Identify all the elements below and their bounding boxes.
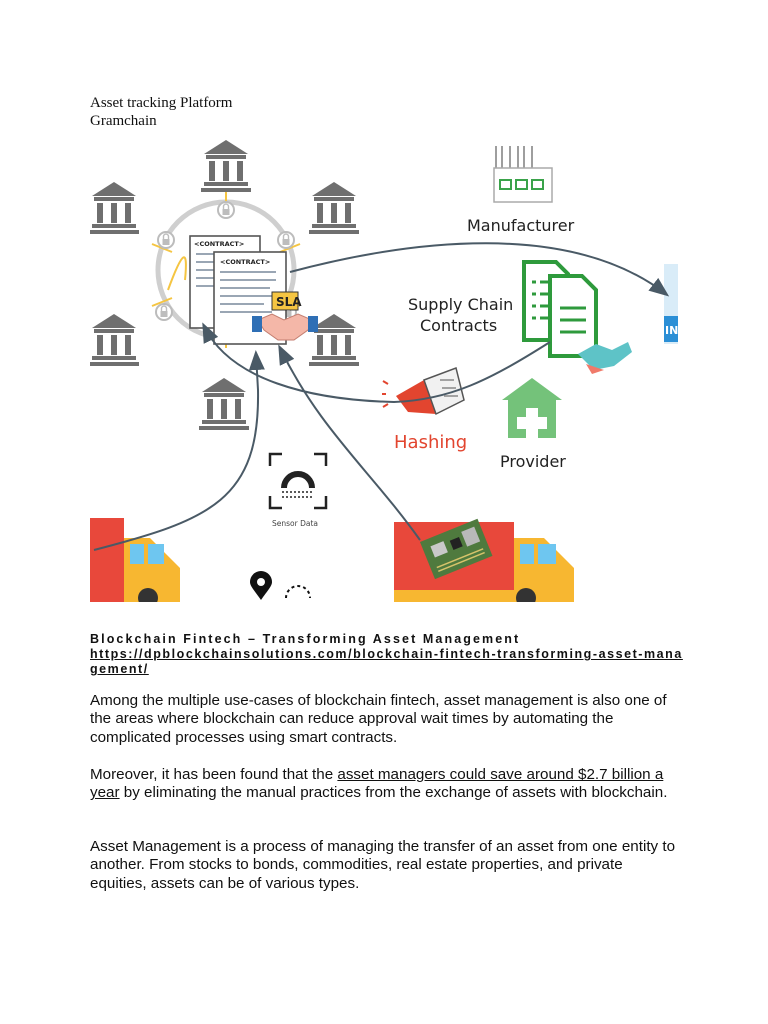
partial-right-panel: IN	[664, 264, 678, 344]
hashing-megaphone-icon	[382, 368, 464, 414]
bank-icon	[309, 182, 359, 234]
arrow-contracts-to-right	[290, 243, 666, 294]
bank-icon	[90, 314, 139, 366]
padlock-icon	[278, 232, 294, 248]
provider-clinic-icon	[502, 378, 562, 438]
sensor-data-label: Sensor Data	[272, 519, 318, 528]
supply-chain-label-line1: Supply Chain	[408, 295, 513, 314]
manufacturer-label: Manufacturer	[467, 216, 575, 235]
title-line-platform: Asset tracking Platform	[90, 94, 232, 112]
signal-arc	[286, 586, 310, 598]
sla-label: SLA	[276, 295, 302, 309]
location-pin-icon	[250, 571, 272, 600]
truck-icon	[90, 518, 180, 602]
bank-icon	[199, 378, 249, 430]
sensor-fingerprint-icon	[270, 454, 326, 508]
article-link[interactable]: https://dpblockchainsolutions.com/blockc…	[90, 647, 690, 677]
factory-icon	[494, 146, 552, 202]
paragraph-savings: Moreover, it has been found that the ass…	[90, 766, 680, 803]
contract-label: <CONTRACT>	[194, 240, 244, 248]
padlock-icon	[218, 202, 234, 218]
paragraph-definition: Asset Management is a process of managin…	[90, 838, 680, 893]
paragraph-savings-before: Moreover, it has been found that the	[90, 766, 337, 783]
article-heading: Blockchain Fintech – Transforming Asset …	[90, 632, 690, 677]
asset-tracking-diagram: <CONTRACT> <CONTRACT> SLA Manufacturer S…	[90, 140, 678, 602]
partial-panel-label: IN	[665, 324, 678, 337]
provider-label: Provider	[500, 452, 566, 471]
bank-icon	[201, 140, 251, 192]
contract-label: <CONTRACT>	[220, 258, 270, 266]
hashing-label: Hashing	[394, 432, 467, 453]
title-line-gramchain: Gramchain	[90, 112, 232, 130]
paragraph-intro: Among the multiple use-cases of blockcha…	[90, 692, 680, 747]
article-title: Blockchain Fintech – Transforming Asset …	[90, 632, 690, 647]
diagram-svg: <CONTRACT> <CONTRACT> SLA Manufacturer S…	[90, 140, 678, 602]
paragraph-savings-after: by eliminating the manual practices from…	[120, 784, 668, 801]
supply-chain-documents-icon	[524, 262, 596, 356]
padlock-icon	[156, 304, 172, 320]
supply-chain-label-line2: Contracts	[420, 316, 497, 335]
document-title: Asset tracking Platform Gramchain	[90, 94, 232, 130]
padlock-icon	[158, 232, 174, 248]
bank-icon	[90, 182, 139, 234]
truck-icon	[394, 522, 574, 602]
